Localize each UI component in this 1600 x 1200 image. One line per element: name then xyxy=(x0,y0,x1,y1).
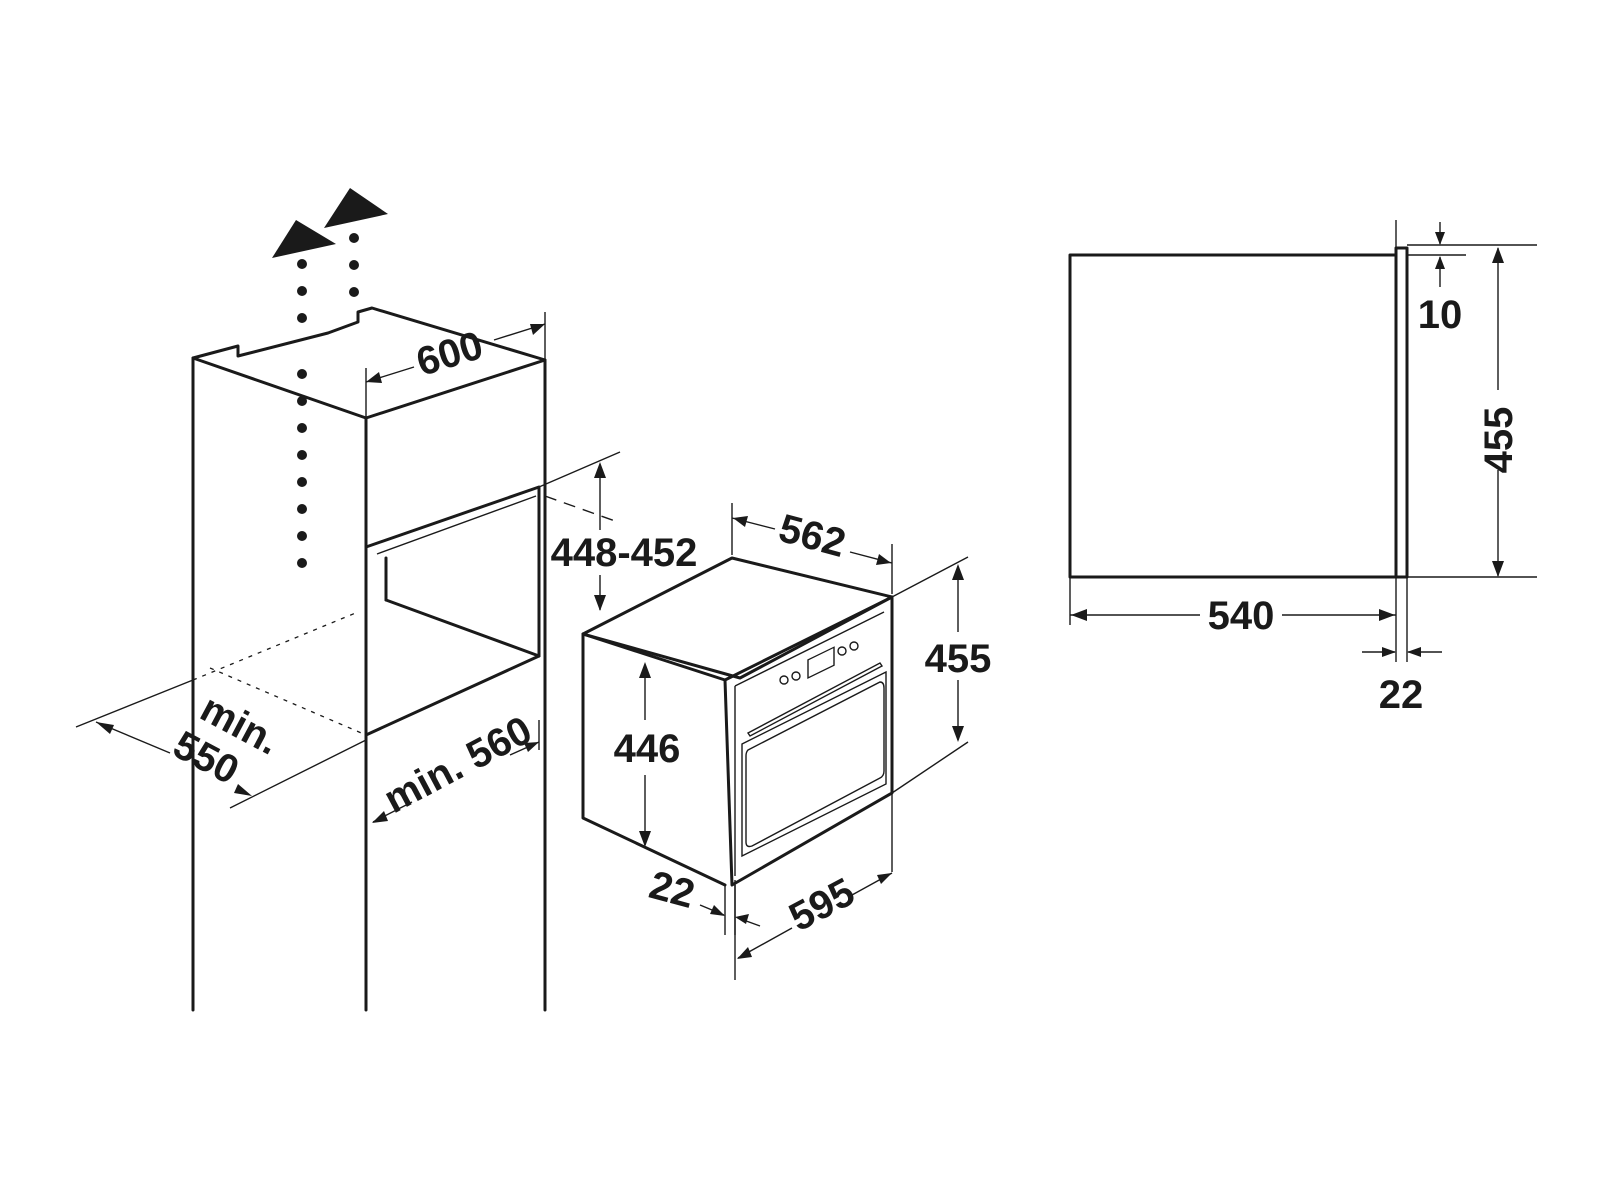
ventilation-arrows xyxy=(272,188,388,568)
dim-448-452: 448-452 xyxy=(538,451,698,611)
side-view-body xyxy=(1068,253,1398,579)
dim-540-label: 540 xyxy=(1208,594,1275,638)
oven xyxy=(581,556,894,887)
dim-455-oven-label: 455 xyxy=(925,637,992,681)
dim-22-side: 22 xyxy=(1362,577,1442,717)
dim-10: 10 xyxy=(1395,220,1537,337)
side-view xyxy=(1068,246,1409,579)
dim-min-560: min. 560 xyxy=(365,708,540,830)
oven-control-panel xyxy=(779,641,859,685)
dim-562: 562 xyxy=(731,503,893,594)
dim-562-label: 562 xyxy=(774,506,850,566)
dim-455-oven: 455 xyxy=(891,556,992,794)
dim-min-560-label: min. 560 xyxy=(377,708,539,822)
oven-door-window xyxy=(745,681,885,848)
dim-455-side-label: 455 xyxy=(1477,407,1521,474)
dim-10-label: 10 xyxy=(1418,293,1463,337)
ventilation-arrow-icon xyxy=(272,220,336,258)
dim-22-front-label: 22 xyxy=(645,863,699,917)
cabinet xyxy=(191,306,547,1012)
dim-min-550: min. 550 xyxy=(75,679,367,809)
airflow-dots xyxy=(297,233,359,568)
dim-446-label: 446 xyxy=(614,727,681,771)
dim-22-side-label: 22 xyxy=(1379,673,1424,717)
dim-540: 540 xyxy=(1069,577,1397,638)
dim-446: 446 xyxy=(614,662,681,847)
dim-448-452-label: 448-452 xyxy=(551,531,698,575)
ventilation-arrow-icon xyxy=(324,188,388,228)
dim-595-label: 595 xyxy=(782,870,862,940)
dim-600-label: 600 xyxy=(411,323,488,385)
dim-595: 595 xyxy=(734,793,893,980)
side-view-front-panel xyxy=(1394,246,1409,579)
dim-455-side: 455 xyxy=(1407,247,1537,578)
oven-handle xyxy=(746,662,884,737)
dim-600: 600 xyxy=(365,312,546,418)
